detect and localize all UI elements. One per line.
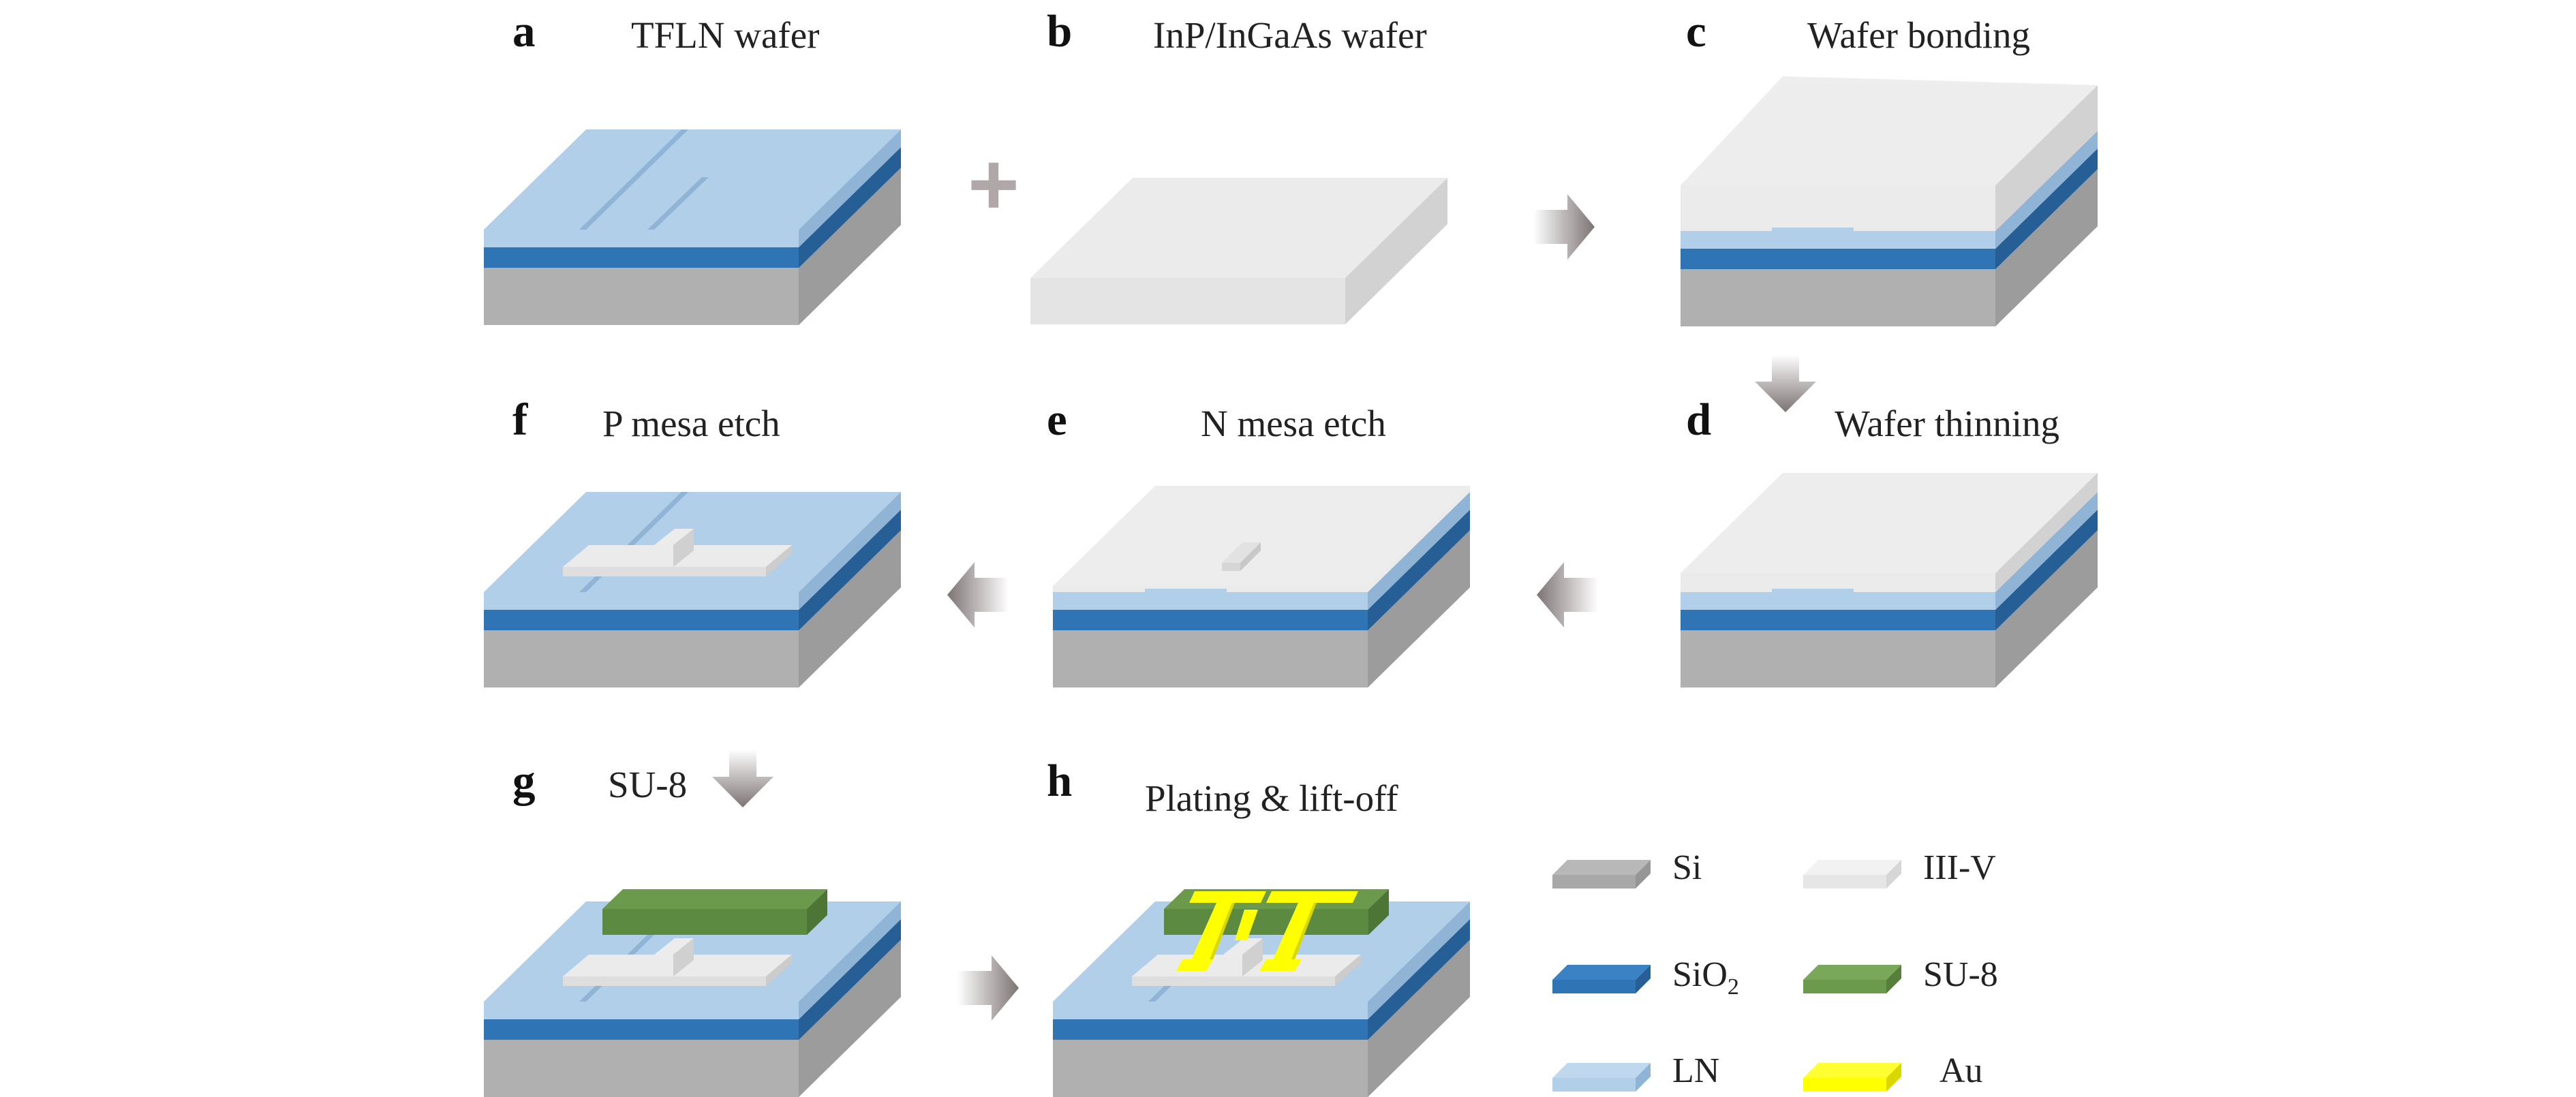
bonded-wafer-stack xyxy=(1681,76,2098,326)
legend-label-au: Au xyxy=(1939,1051,1983,1090)
legend-item-iiiv: III-V xyxy=(1803,848,1996,889)
p-mesa-stack xyxy=(484,492,901,687)
arrow-right-icon xyxy=(957,955,1019,1021)
gold-electrodes xyxy=(1176,891,1358,971)
panel-g: g SU-8 xyxy=(484,756,901,1097)
iiiv-wafer xyxy=(1030,178,1447,324)
arrow-down-icon xyxy=(1755,354,1816,412)
panel-letter-h: h xyxy=(1047,756,1072,806)
panel-letter-c: c xyxy=(1686,6,1706,57)
n-mesa-stack xyxy=(1053,486,1470,687)
thinned-wafer-stack xyxy=(1681,473,2098,687)
panel-b: b InP/InGaAs wafer xyxy=(1030,6,1447,324)
plus-icon: + xyxy=(968,134,1019,234)
legend-item-sio2: SiO2 xyxy=(1552,955,1739,1000)
legend-label-su8: SU-8 xyxy=(1923,955,1998,994)
plated-stack xyxy=(1053,889,1470,1097)
panel-letter-b: b xyxy=(1047,6,1072,57)
su8-stack xyxy=(484,889,901,1097)
panel-title-b: InP/InGaAs wafer xyxy=(1153,14,1427,56)
panel-letter-d: d xyxy=(1686,395,1711,445)
legend-item-ln: LN xyxy=(1552,1051,1719,1092)
legend: Si III-V SiO2 SU-8 LN xyxy=(1552,848,1998,1092)
panel-letter-e: e xyxy=(1047,395,1067,445)
legend-item-au: Au xyxy=(1803,1051,1983,1092)
arrow-down-icon xyxy=(712,750,773,807)
arrow-left-icon xyxy=(947,562,1009,628)
panel-letter-f: f xyxy=(512,395,528,445)
panel-d: d Wafer thinning xyxy=(1681,395,2098,687)
tfln-wafer-stack xyxy=(484,129,901,325)
panel-a: a TFLN wafer xyxy=(484,6,901,325)
panel-title-a: TFLN wafer xyxy=(631,14,819,56)
legend-label-sio2-main: SiO xyxy=(1672,955,1728,994)
panel-f: f P mesa etch xyxy=(484,395,901,687)
panel-h: h Plating & lift-off xyxy=(1047,756,1470,1097)
panel-e: e N mesa etch xyxy=(1047,395,1470,687)
legend-label-iiiv: III-V xyxy=(1923,848,1996,887)
panel-title-e: N mesa etch xyxy=(1201,403,1386,444)
panel-title-d: Wafer thinning xyxy=(1835,403,2059,444)
panel-c: c Wafer bonding xyxy=(1681,6,2098,326)
legend-item-su8: SU-8 xyxy=(1803,955,1998,994)
legend-item-si: Si xyxy=(1552,848,1702,889)
panel-letter-g: g xyxy=(512,756,536,806)
legend-label-sio2: SiO2 xyxy=(1672,955,1739,1000)
panel-title-f: P mesa etch xyxy=(602,403,780,444)
legend-label-ln: LN xyxy=(1672,1051,1719,1090)
panel-title-c: Wafer bonding xyxy=(1807,14,2030,56)
arrow-left-icon xyxy=(1537,562,1598,628)
legend-label-si: Si xyxy=(1672,848,1702,887)
arrow-right-icon xyxy=(1533,194,1595,260)
panel-letter-a: a xyxy=(512,6,536,57)
panel-title-g: SU-8 xyxy=(608,764,687,805)
panel-title-h: Plating & lift-off xyxy=(1145,777,1398,819)
legend-label-sio2-subscript: 2 xyxy=(1728,974,1739,1000)
